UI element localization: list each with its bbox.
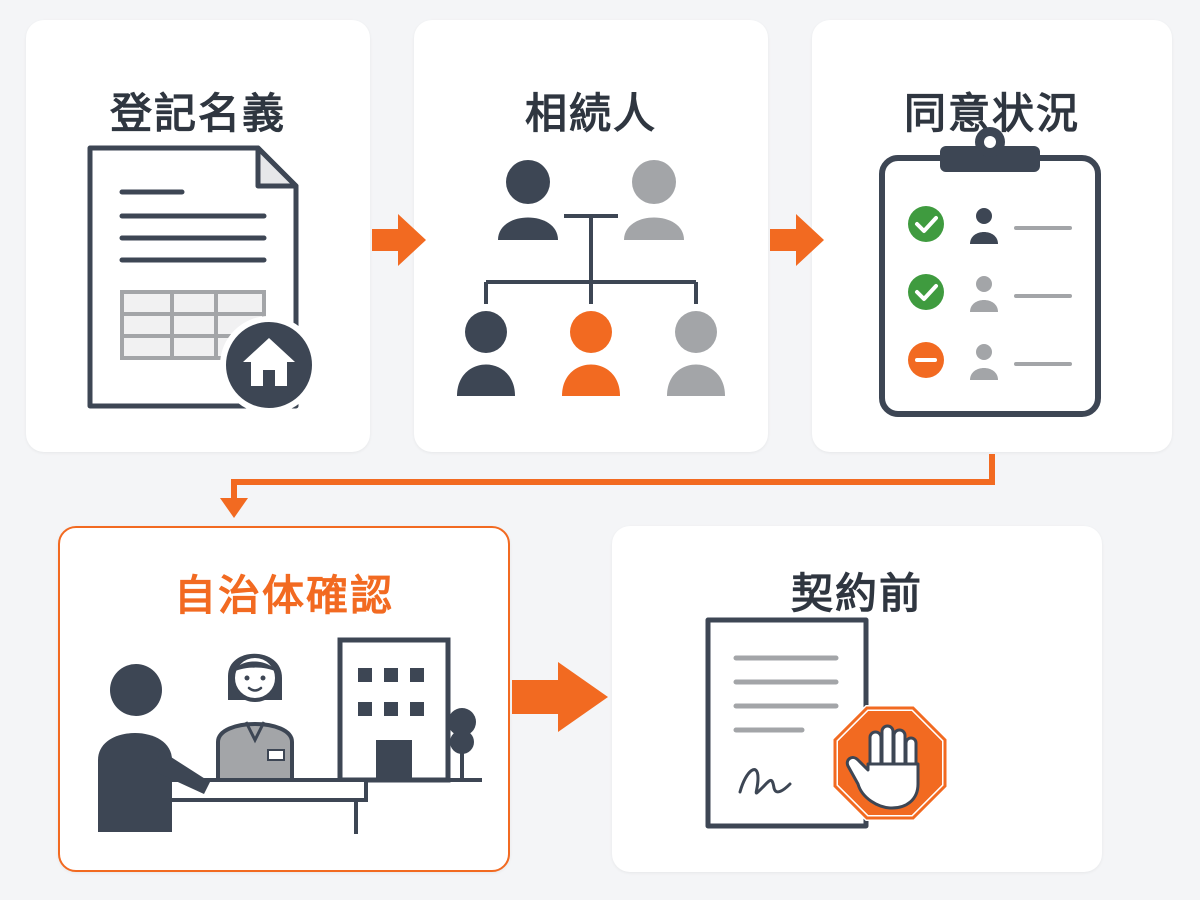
- family-tree-icon: [457, 160, 725, 396]
- contract-stop-hand-icon: [705, 617, 948, 829]
- step-title-registry: 登記名義: [109, 89, 286, 138]
- step-title-pre-contract: 契約前: [790, 569, 923, 618]
- step-card-consent: 同意状況: [812, 20, 1172, 452]
- arrow-consent-to-municipality: [231, 454, 995, 500]
- step-title-heirs: 相続人: [524, 89, 657, 138]
- municipal-office-counter-icon: [98, 637, 482, 834]
- arrow-heirs-to-consent: [770, 214, 824, 266]
- step-title-municipality: 自治体確認: [173, 571, 394, 620]
- step-card-heirs: 相続人: [414, 20, 768, 452]
- document-house-icon: [87, 145, 318, 414]
- step-card-pre-contract: 契約前: [612, 526, 1102, 872]
- clipboard-checklist-icon: [879, 127, 1101, 417]
- arrow-municipality-to-pre-contract: [512, 662, 608, 732]
- arrow-registry-to-heirs: [372, 214, 426, 266]
- arrow-consent-to-municipality-head: [220, 498, 248, 518]
- step-card-registry: 登記名義: [26, 20, 370, 452]
- step-card-municipality: 自治体確認: [58, 526, 510, 872]
